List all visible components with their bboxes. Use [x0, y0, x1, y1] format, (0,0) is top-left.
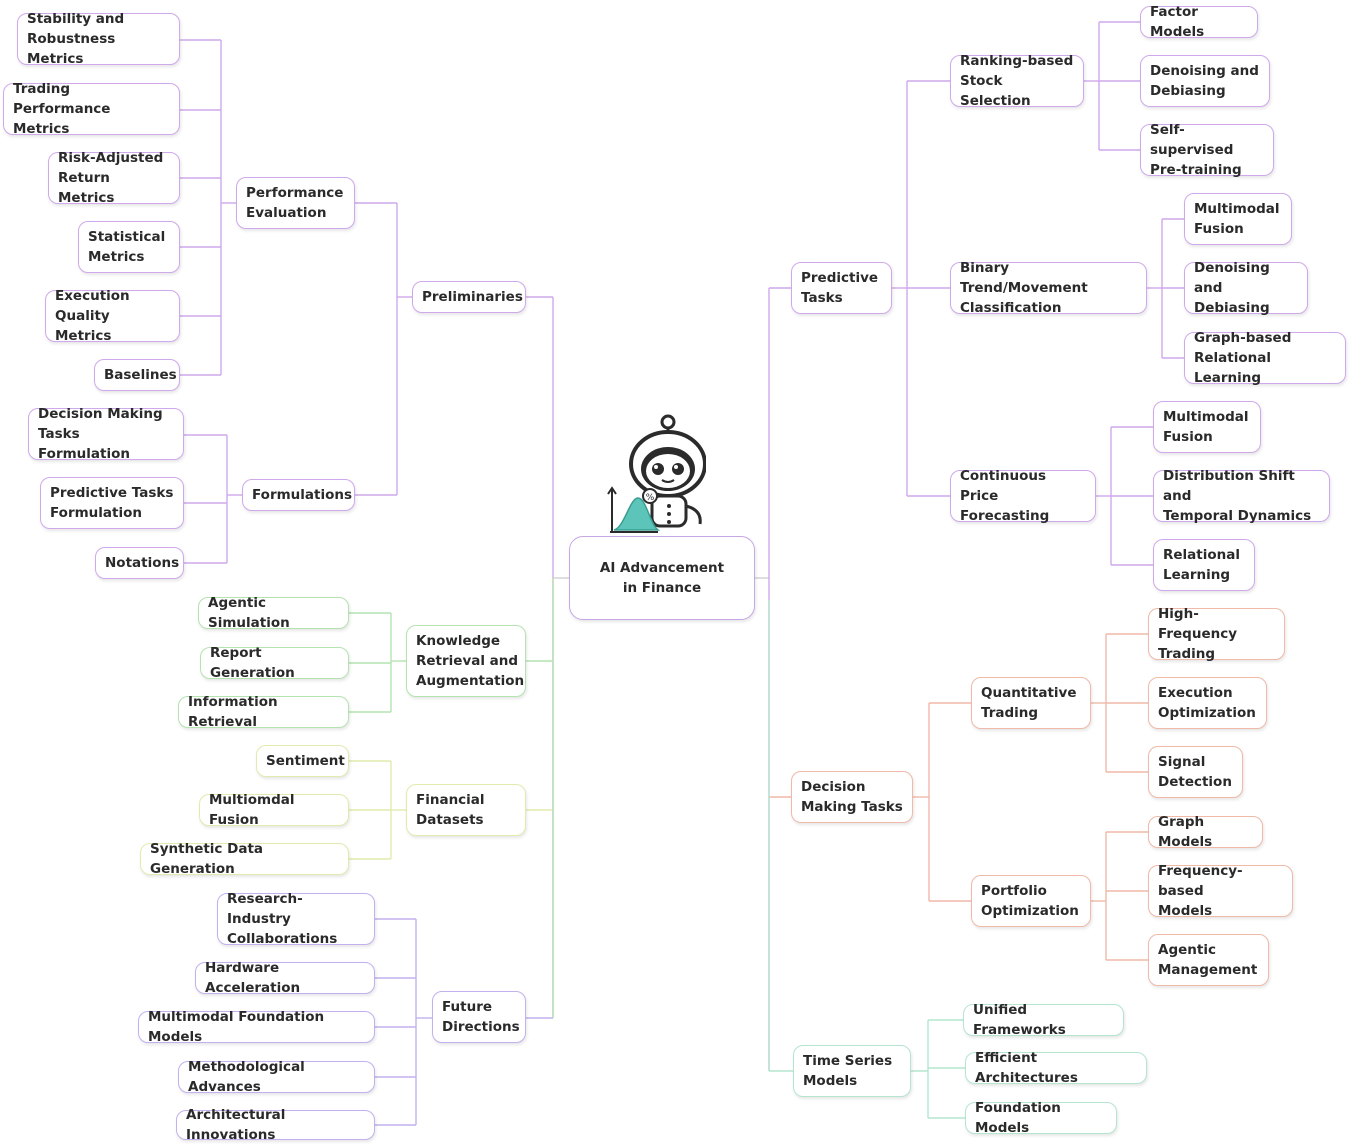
binary-denoising-debiasing-node[interactable]: Denoising and Debiasing	[1184, 260, 1308, 316]
efficient-architectures-node[interactable]: Efficient Architectures	[965, 1050, 1147, 1086]
predictive-tasks-node[interactable]: Predictive Tasks	[791, 262, 892, 314]
methodological-advances-node[interactable]: Methodological Advances	[178, 1059, 375, 1095]
stability-robustness-metrics-node[interactable]: Stability and Robustness Metrics	[17, 11, 180, 67]
performance-evaluation-node[interactable]: Performance Evaluation	[236, 177, 355, 229]
agentic-management-node[interactable]: Agentic Management	[1148, 934, 1269, 986]
formulations-node[interactable]: Formulations	[242, 479, 355, 511]
binary-multimodal-fusion-node[interactable]: Multimodal Fusion	[1184, 193, 1292, 245]
robot-icon: %	[607, 414, 706, 533]
research-industry-collaborations-node[interactable]: Research-Industry Collaborations	[217, 891, 375, 947]
agentic-simulation-node[interactable]: Agentic Simulation	[198, 595, 349, 631]
baselines-node[interactable]: Baselines	[94, 359, 180, 391]
notations-node[interactable]: Notations	[95, 547, 184, 579]
hardware-acceleration-node[interactable]: Hardware Acceleration	[195, 960, 375, 996]
continuous-price-forecasting-node[interactable]: Continuous Price Forecasting	[950, 468, 1096, 524]
graph-models-node[interactable]: Graph Models	[1148, 814, 1263, 850]
preliminaries-node[interactable]: Preliminaries	[412, 281, 526, 313]
architectural-innovations-node[interactable]: Architectural Innovations	[176, 1107, 375, 1143]
continuous-multimodal-fusion-node[interactable]: Multimodal Fusion	[1153, 401, 1261, 453]
graph-relational-learning-node[interactable]: Graph-based Relational Learning	[1184, 330, 1346, 386]
risk-adjusted-return-metrics-node[interactable]: Risk-Adjusted Return Metrics	[48, 150, 180, 206]
multimodal-foundation-models-node[interactable]: Multimodal Foundation Models	[138, 1009, 375, 1045]
self-supervised-pretraining-node[interactable]: Self-supervised Pre-training	[1140, 122, 1274, 178]
predictive-tasks-formulation-node[interactable]: Predictive Tasks Formulation	[40, 477, 184, 529]
frequency-based-models-node[interactable]: Frequency-based Models	[1148, 863, 1293, 919]
decision-making-tasks-formulation-node[interactable]: Decision Making Tasks Formulation	[28, 406, 184, 462]
distribution-shift-node[interactable]: Distribution Shift and Temporal Dynamics	[1153, 468, 1330, 524]
time-series-models-node[interactable]: Time Series Models	[793, 1045, 911, 1097]
multiomdal-fusion-node[interactable]: Multiomdal Fusion	[199, 792, 349, 828]
execution-quality-metrics-node[interactable]: Execution Quality Metrics	[45, 288, 180, 344]
center-node[interactable]: AI Advancement in Finance	[569, 536, 755, 620]
high-frequency-trading-node[interactable]: High-Frequency Trading	[1148, 606, 1285, 662]
future-directions-node[interactable]: Future Directions	[432, 991, 526, 1043]
sentiment-node[interactable]: Sentiment	[256, 745, 349, 777]
execution-optimization-node[interactable]: Execution Optimization	[1148, 677, 1267, 729]
relational-learning-node[interactable]: Relational Learning	[1153, 539, 1255, 591]
synthetic-data-generation-node[interactable]: Synthetic Data Generation	[140, 841, 349, 877]
knowledge-retrieval-node[interactable]: Knowledge Retrieval and Augmentation	[406, 625, 526, 697]
unified-frameworks-node[interactable]: Unified Frameworks	[963, 1002, 1124, 1038]
statistical-metrics-node[interactable]: Statistical Metrics	[78, 221, 180, 273]
ranking-denoising-debiasing-node[interactable]: Denoising and Debiasing	[1140, 55, 1270, 107]
decision-making-tasks-node[interactable]: Decision Making Tasks	[791, 771, 913, 823]
information-retrieval-node[interactable]: Information Retrieval	[178, 694, 349, 730]
financial-datasets-node[interactable]: Financial Datasets	[406, 784, 526, 836]
binary-trend-classification-node[interactable]: Binary Trend/Movement Classification	[950, 260, 1147, 316]
portfolio-optimization-node[interactable]: Portfolio Optimization	[971, 875, 1091, 927]
trading-performance-metrics-node[interactable]: Trading Performance Metrics	[3, 81, 180, 137]
ranking-stock-selection-node[interactable]: Ranking-based Stock Selection	[950, 53, 1084, 109]
signal-detection-node[interactable]: Signal Detection	[1148, 746, 1243, 798]
report-generation-node[interactable]: Report Generation	[200, 645, 349, 681]
quantitative-trading-node[interactable]: Quantitative Trading	[971, 677, 1091, 729]
foundation-models-node[interactable]: Foundation Models	[965, 1100, 1117, 1136]
svg-text:%: %	[646, 493, 655, 503]
factor-models-node[interactable]: Factor Models	[1140, 4, 1258, 40]
